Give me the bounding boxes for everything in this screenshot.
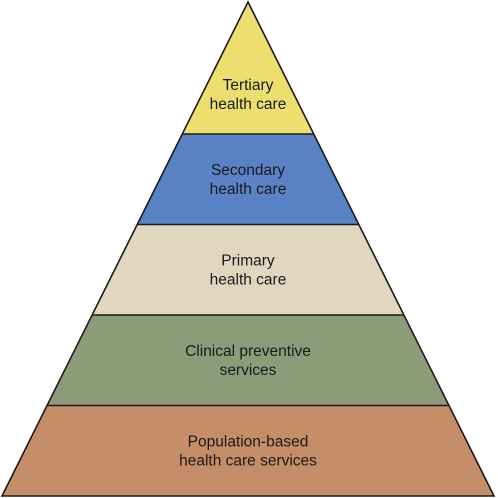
tier-1-band xyxy=(182,2,314,134)
tier-4-label-line-1: Clinical preventive xyxy=(185,343,311,360)
tier-4-label-line-2: services xyxy=(220,362,277,379)
tier-5-label-line-1: Population-based xyxy=(188,433,309,450)
tier-1-label-line-1: Tertiary xyxy=(223,77,274,94)
tier-5-band xyxy=(2,405,494,496)
tier-2-label-line-2: health care xyxy=(210,181,287,198)
tier-3-label-line-1: Primary xyxy=(221,252,275,269)
tier-3-label-line-2: health care xyxy=(210,271,287,288)
tier-2-label-line-1: Secondary xyxy=(211,162,285,179)
tier-2-band xyxy=(137,134,359,225)
tier-5-label-line-2: health care services xyxy=(179,452,317,469)
tier-3-band xyxy=(92,224,404,315)
tier-4-band xyxy=(47,315,449,406)
tier-1-label-line-2: health care xyxy=(210,96,287,113)
